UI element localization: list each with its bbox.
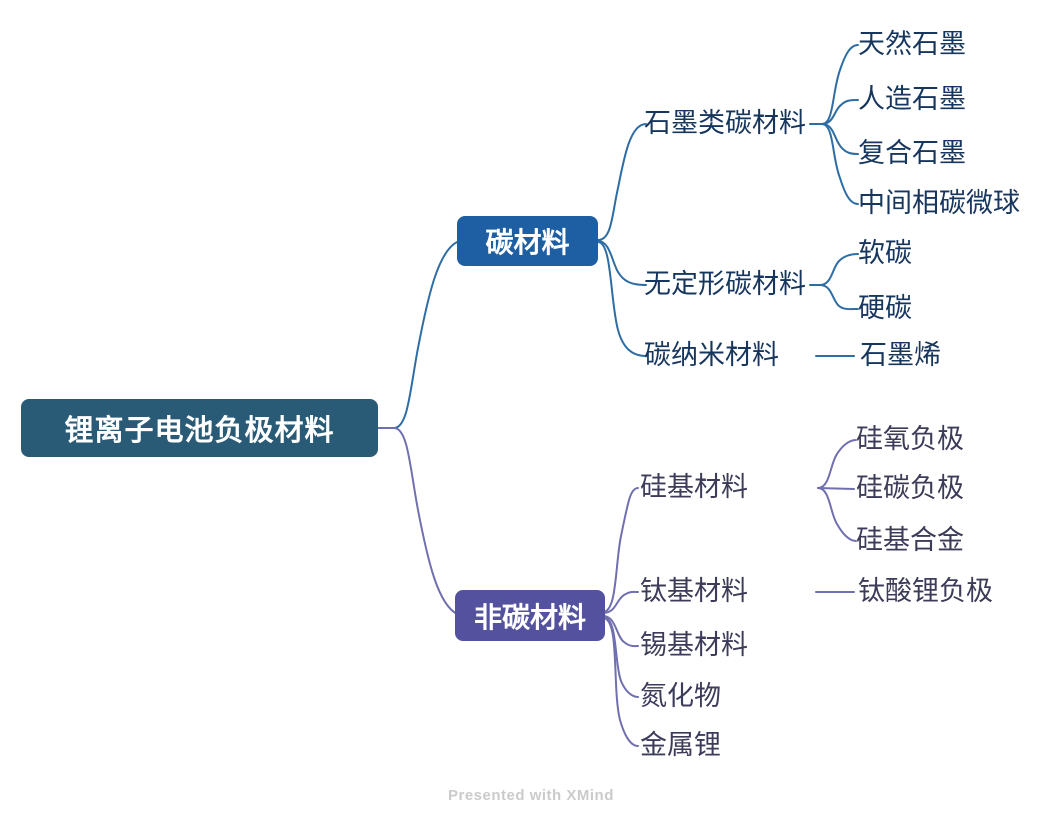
branch-noncarbon-materials[interactable]: 非碳材料 [455,590,605,641]
topic-nitride[interactable]: 氮化物 [640,680,721,711]
connector-silicon-oxygen [817,439,857,489]
topic-mesocarbon-microbeads[interactable]: 中间相碳微球 [858,187,1020,218]
topic-carbon-nano-materials[interactable]: 碳纳米材料 [644,339,779,370]
connector-silicon-carbon [817,487,855,490]
topic-graphite-class-carbon[interactable]: 石墨类碳材料 [644,107,806,138]
topic-lithium-titanate-anode[interactable]: 钛酸锂负极 [858,575,993,606]
topic-silicon-oxygen-anode[interactable]: 硅氧负极 [856,423,964,454]
connector-amorphous-soft [809,253,859,286]
connector-graphite-mcmb [821,123,859,205]
topic-graphene[interactable]: 石墨烯 [860,339,941,370]
topic-silicon-alloy[interactable]: 硅基合金 [856,524,964,555]
branch-carbon-materials[interactable]: 碳材料 [457,216,598,266]
topic-amorphous-carbon[interactable]: 无定形碳材料 [644,268,806,299]
connector-carbon-amorphous [597,240,647,286]
xmind-watermark: Presented with XMind [448,787,614,804]
connector-carbon-nano [597,241,647,357]
topic-soft-carbon[interactable]: 软碳 [858,237,912,268]
root-topic[interactable]: 锂离子电池负极材料 [21,399,378,457]
connector-amorphous-hard [819,284,859,311]
connector-graphite-artificial [821,99,859,125]
topic-lithium-metal[interactable]: 金属锂 [640,729,721,760]
topic-titanium-based[interactable]: 钛基材料 [640,575,748,606]
connector-noncarbon-silicon [602,487,639,613]
connector-noncarbon-titanium [602,590,639,614]
topic-silicon-based[interactable]: 硅基材料 [640,471,748,502]
connector-graphite-composite [821,123,859,155]
topic-hard-carbon[interactable]: 硬碳 [858,292,912,323]
connector-root-noncarbon [377,427,458,615]
topic-composite-graphite[interactable]: 复合石墨 [858,137,966,168]
topic-natural-graphite[interactable]: 天然石墨 [858,28,966,59]
connector-noncarbon-lithium-metal [602,617,639,747]
topic-tin-based[interactable]: 锡基材料 [640,629,748,660]
connector-root-carbon [377,241,458,429]
connector-graphite-natural [809,44,859,125]
topic-artificial-graphite[interactable]: 人造石墨 [858,83,966,114]
topic-silicon-carbon-anode[interactable]: 硅碳负极 [856,472,964,503]
connector-carbon-graphite-class [597,123,647,241]
connector-noncarbon-tin [602,615,639,648]
connector-noncarbon-nitride [602,616,639,698]
connector-silicon-alloy [817,487,857,542]
